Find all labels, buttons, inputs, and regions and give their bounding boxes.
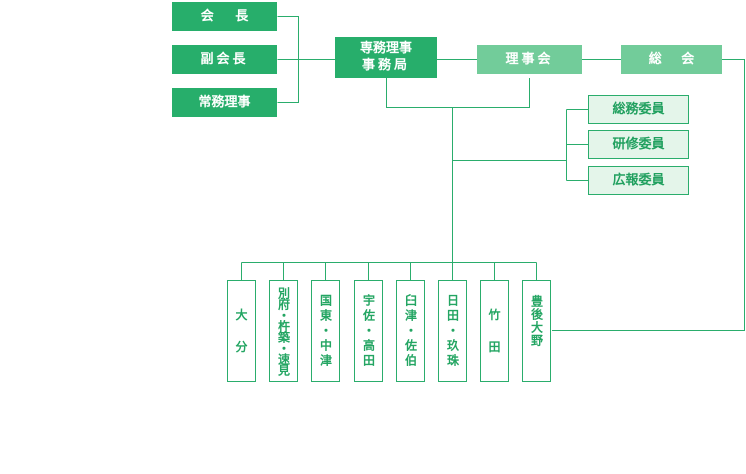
general-assembly-label-2: 会 xyxy=(681,51,695,67)
secretariat-label-2: 事務局 xyxy=(361,57,410,73)
committee-public-relations: 広報委員 xyxy=(588,166,689,195)
committee-label: 広報委員 xyxy=(612,172,665,188)
branch-taketa: 竹 田 xyxy=(480,280,509,382)
board-label: 理事会 xyxy=(505,51,554,67)
chairman-label-2: 長 xyxy=(235,8,249,24)
branch-usa-takada: 宇佐・高田 xyxy=(354,280,383,382)
branch-bungo-ono: 豊後大野 xyxy=(522,280,551,382)
branch-kunisaki-nakatsu: 国東・中津 xyxy=(311,280,340,382)
branch-label: 宇佐・高田 xyxy=(361,293,376,369)
committee-label: 研修委員 xyxy=(612,136,665,152)
branch-hita-kusu: 日田・玖珠 xyxy=(438,280,467,382)
branch-label: 田 xyxy=(488,340,501,354)
chairman-box: 会 長 xyxy=(172,2,277,31)
secretariat-box: 専務理事 事務局 xyxy=(335,37,437,78)
branch-usuki-tsukumi-saiki: 臼津・佐伯 xyxy=(396,280,425,382)
branch-label: 国東・中津 xyxy=(318,293,333,369)
secretariat-label-1: 専務理事 xyxy=(359,41,412,57)
vice-chairman-label: 副会長 xyxy=(200,51,249,67)
executive-director-label: 常務理事 xyxy=(198,94,251,110)
branch-label: 大 xyxy=(235,308,248,322)
vice-chairman-box: 副会長 xyxy=(172,45,277,74)
committee-general-affairs: 総務委員 xyxy=(588,95,689,124)
executive-director-box: 常務理事 xyxy=(172,88,277,117)
branch-beppu-kitsuki-hayami: 別府・杵築・速見 xyxy=(269,280,298,382)
branch-label: 日田・玖珠 xyxy=(445,293,460,369)
general-assembly-label-1: 総 xyxy=(648,51,662,67)
branch-label: 臼津・佐伯 xyxy=(403,293,418,369)
general-assembly-box: 総 会 xyxy=(621,45,722,74)
committee-label: 総務委員 xyxy=(612,101,665,117)
branch-oita: 大 分 xyxy=(227,280,256,382)
branch-label: 分 xyxy=(235,340,248,354)
committee-training: 研修委員 xyxy=(588,130,689,159)
branch-label: 豊後大野 xyxy=(529,295,544,347)
board-box: 理事会 xyxy=(477,45,582,74)
branch-label: 別府・杵築・速見 xyxy=(276,287,291,375)
branch-label: 竹 xyxy=(488,308,501,322)
chairman-label-1: 会 xyxy=(200,8,214,24)
